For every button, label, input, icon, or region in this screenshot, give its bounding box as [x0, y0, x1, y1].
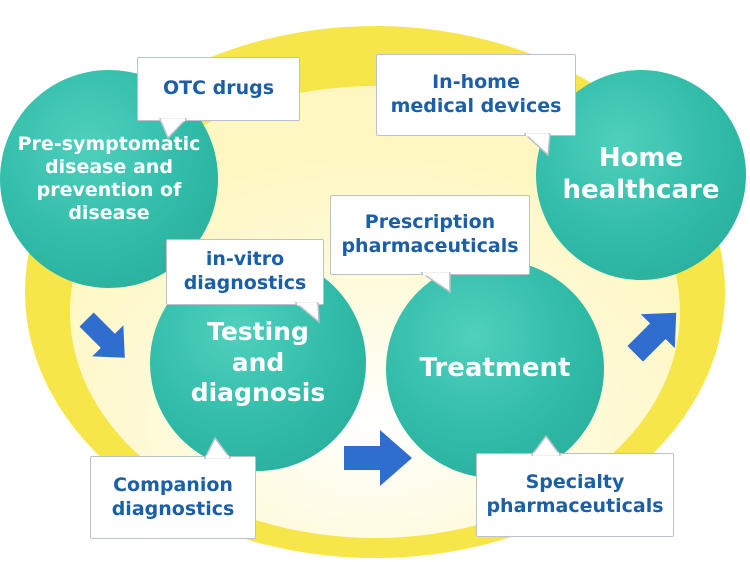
stage-prevention-label: Pre-symptomatic disease and prevention o… — [17, 132, 201, 225]
callout-in-vitro-diagnostics-text: in-vitro diagnostics — [183, 248, 307, 294]
callout-companion-diagnostics-text: Companion diagnostics — [111, 473, 235, 520]
callout-in-home-medical-devices: In-home medical devices — [376, 54, 576, 136]
stage-testing-label: Testing and diagnosis — [190, 317, 326, 408]
callout-prescription-pharmaceuticals: Prescription pharmaceuticals — [330, 195, 530, 275]
callout-otc-drugs: OTC drugs — [137, 57, 300, 121]
callout-specialty-pharmaceuticals: Specialty pharmaceuticals — [476, 453, 674, 537]
callout-companion-diagnostics: Companion diagnostics — [90, 456, 256, 539]
stage-home-label: Home healthcare — [562, 143, 720, 205]
stage-treatment-circle: Treatment — [386, 260, 604, 478]
callout-specialty-pharmaceuticals-text: Specialty pharmaceuticals — [486, 471, 664, 517]
callout-in-home-medical-devices-text: In-home medical devices — [390, 71, 562, 117]
callout-in-vitro-diagnostics: in-vitro diagnostics — [166, 239, 324, 305]
callout-prescription-pharmaceuticals-text: Prescription pharmaceuticals — [341, 211, 519, 257]
callout-otc-drugs-text: OTC drugs — [162, 77, 275, 100]
stage-treatment-label: Treatment — [419, 353, 571, 384]
